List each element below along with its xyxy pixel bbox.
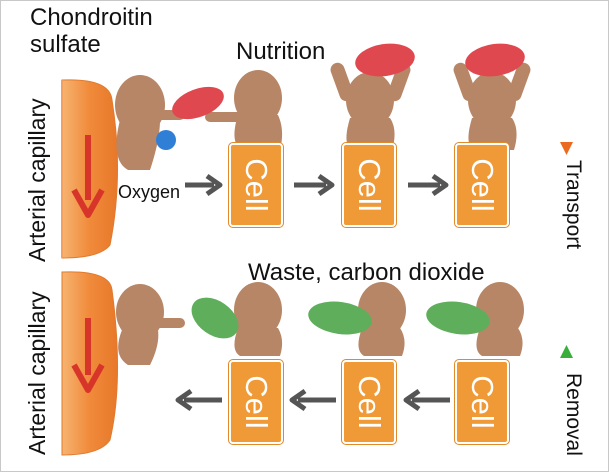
capillary-arrow-bottom xyxy=(71,318,105,393)
cell-top-2: Cell xyxy=(342,143,396,227)
character-carrier-top-3 xyxy=(453,62,531,150)
cell-bottom-2: Cell xyxy=(342,360,396,444)
character-carrier-top-2 xyxy=(330,62,411,150)
removal-label: Removal xyxy=(562,373,585,456)
flow-arrows-top xyxy=(185,173,449,197)
nutrition-label: Nutrition xyxy=(236,38,326,65)
arterial-capillary-label-top: Arterial capillary xyxy=(24,98,50,262)
cell-label: Cell xyxy=(352,375,387,429)
character-carrier-top-1 xyxy=(205,70,283,150)
cell-label: Cell xyxy=(465,375,500,429)
cell-label: Cell xyxy=(239,158,274,212)
flow-arrows-bottom xyxy=(175,388,450,412)
chondroitin-label-line2: sulfate xyxy=(30,31,101,58)
oxygen-ball xyxy=(156,130,176,150)
orange-triangle-icon xyxy=(560,142,573,155)
waste-label: Waste, carbon dioxide xyxy=(248,259,485,286)
cell-bottom-3: Cell xyxy=(455,360,509,444)
cell-bottom-1: Cell xyxy=(229,360,283,444)
cell-label: Cell xyxy=(465,158,500,212)
cell-label: Cell xyxy=(352,158,387,212)
chondroitin-label-line1: Chondroitin xyxy=(30,4,153,31)
cell-top-3: Cell xyxy=(455,143,509,227)
arterial-capillary-label-bottom: Arterial capillary xyxy=(24,291,50,455)
character-chondroitin-bottom xyxy=(116,284,185,365)
transport-label: Transport xyxy=(562,160,585,250)
capillary-arrow-top xyxy=(71,135,105,218)
waste-items xyxy=(191,297,490,339)
nutrition-items xyxy=(172,43,525,120)
characters xyxy=(115,62,531,365)
cell-label: Cell xyxy=(239,375,274,429)
character-chondroitin-top xyxy=(115,75,185,170)
green-triangle-icon xyxy=(560,345,573,358)
cell-top-1: Cell xyxy=(229,143,283,227)
oxygen-label: Oxygen xyxy=(118,182,181,202)
